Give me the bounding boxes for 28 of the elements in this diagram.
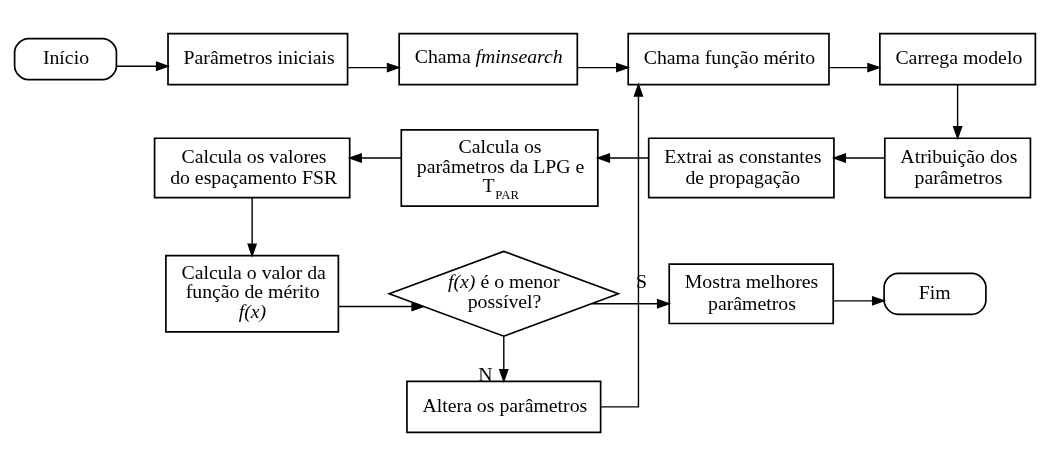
arrow xyxy=(591,298,672,309)
node-box: Início xyxy=(13,37,118,81)
node-box: Parâmetros iniciais xyxy=(167,32,349,86)
arrow xyxy=(828,62,882,73)
node-box: Fim xyxy=(883,272,987,316)
node-box: Atribuição dos parâmetros xyxy=(883,137,1032,199)
arrow xyxy=(832,295,887,306)
arrow xyxy=(577,62,631,73)
node-box: Calcula o valor da função de mérito f(x) xyxy=(165,254,340,333)
arrow xyxy=(338,301,426,312)
node-box: Altera os parâmetros xyxy=(406,380,602,434)
node-box: Chama fminsearch xyxy=(398,32,579,86)
node-box: Extrai as constantes de propagação xyxy=(647,137,835,199)
node-box: Carrega modelo xyxy=(879,32,1037,86)
arrow xyxy=(952,84,963,141)
node-box: Calcula os parâmetros da LPG e T$_{PAR}$ xyxy=(400,128,599,207)
arrow xyxy=(347,62,401,73)
arrow xyxy=(831,153,886,164)
node-box: Chama função mérito xyxy=(627,32,830,86)
arrow xyxy=(595,153,650,164)
arrow xyxy=(347,153,402,164)
node-box: Calcula os valores do espaçamento FSR xyxy=(153,137,351,199)
arrow xyxy=(247,197,258,258)
node-diamond: f(x) é o menor possível? xyxy=(386,250,621,338)
arrow xyxy=(498,335,509,384)
node-box: Mostra melhores parâmetros xyxy=(668,263,835,325)
arrow xyxy=(600,82,644,408)
arrow xyxy=(115,61,170,72)
